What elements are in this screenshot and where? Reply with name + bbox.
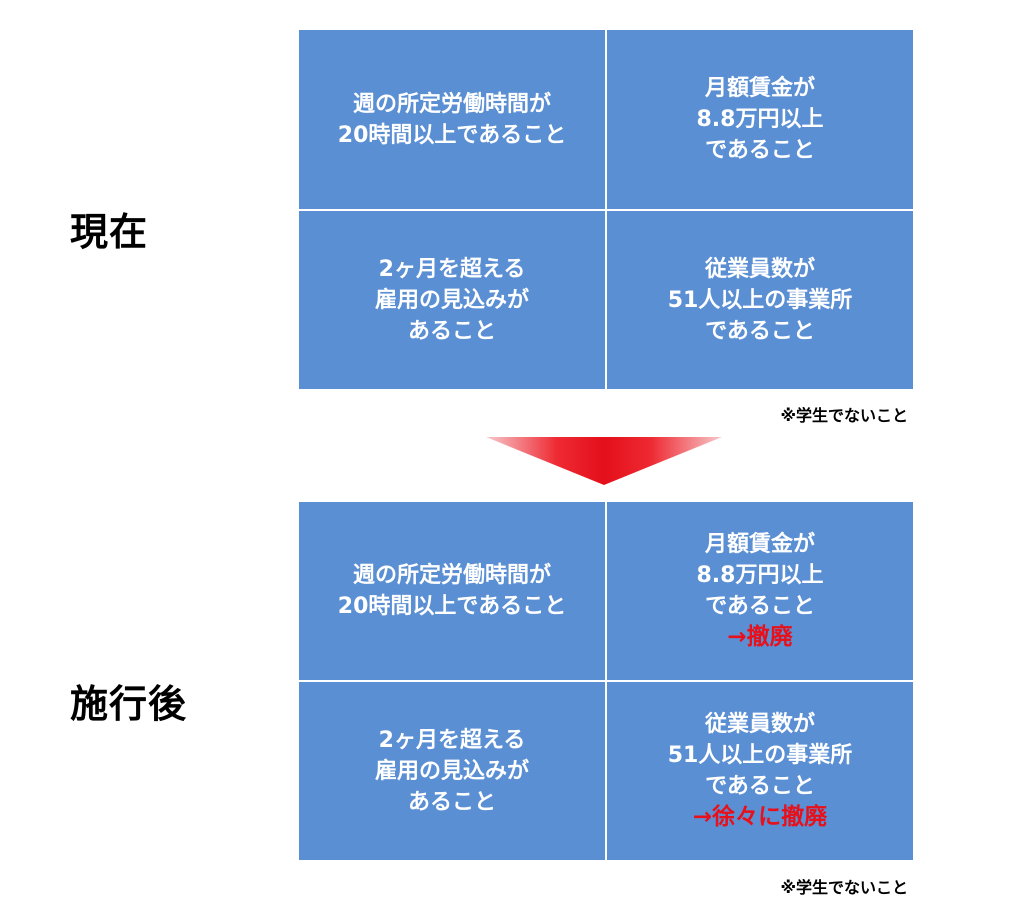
after-conditions-grid: 週の所定労働時間が 20時間以上であること 月額賃金が 8.8万円以上 であるこ…: [299, 502, 913, 860]
condition-line: 2ヶ月を超える: [378, 256, 526, 282]
condition-line: 51人以上の事業所: [667, 287, 853, 313]
condition-line: 月額賃金が: [704, 532, 815, 557]
section-label-current: 現在: [70, 210, 149, 254]
condition-line: 週の所定労働時間が: [352, 563, 551, 588]
student-exclusion-note: ※学生でないこと: [780, 406, 908, 425]
condition-line: 雇用の見込みが: [374, 758, 529, 784]
condition-monthly-wage: 月額賃金が 8.8万円以上 であること: [607, 30, 913, 209]
condition-employee-count: 従業員数が 51人以上の事業所 であること: [607, 211, 913, 389]
condition-weekly-hours: 週の所定労働時間が 20時間以上であること: [299, 30, 605, 209]
condition-line: であること: [705, 138, 815, 163]
condition-employment-period: 2ヶ月を超える 雇用の見込みが あること: [299, 682, 605, 860]
condition-employee-count: 従業員数が 51人以上の事業所 であること →徐々に撤廃: [607, 682, 913, 860]
condition-line: 8.8万円以上: [696, 563, 824, 588]
wage-requirement-abolished: →撤廃: [727, 624, 793, 650]
condition-monthly-wage: 月額賃金が 8.8万円以上 であること →撤廃: [607, 502, 913, 680]
employee-requirement-gradually-abolished: →徐々に撤廃: [692, 804, 828, 830]
condition-line: 月額賃金が: [704, 76, 815, 101]
student-exclusion-note: ※学生でないこと: [780, 878, 908, 897]
condition-line: 従業員数が: [704, 712, 815, 737]
condition-line: 雇用の見込みが: [374, 287, 529, 313]
section-label-after: 施行後: [70, 682, 188, 726]
condition-line: 51人以上の事業所: [667, 743, 853, 768]
condition-line: 8.8万円以上: [696, 107, 824, 132]
condition-line: 従業員数が: [704, 256, 815, 282]
condition-line: であること: [705, 774, 815, 799]
current-conditions-grid: 週の所定労働時間が 20時間以上であること 月額賃金が 8.8万円以上 であるこ…: [299, 30, 913, 389]
condition-line: 2ヶ月を超える: [378, 727, 526, 753]
condition-line: であること: [705, 594, 815, 619]
condition-weekly-hours: 週の所定労働時間が 20時間以上であること: [299, 502, 605, 680]
condition-line: 週の所定労働時間が: [352, 91, 551, 117]
condition-line: 20時間以上であること: [337, 122, 567, 148]
condition-line: であること: [705, 318, 815, 344]
condition-employment-period: 2ヶ月を超える 雇用の見込みが あること: [299, 211, 605, 389]
condition-line: あること: [407, 318, 496, 344]
condition-line: 20時間以上であること: [337, 594, 567, 619]
down-arrow-icon: [486, 437, 722, 485]
condition-line: あること: [407, 789, 496, 815]
